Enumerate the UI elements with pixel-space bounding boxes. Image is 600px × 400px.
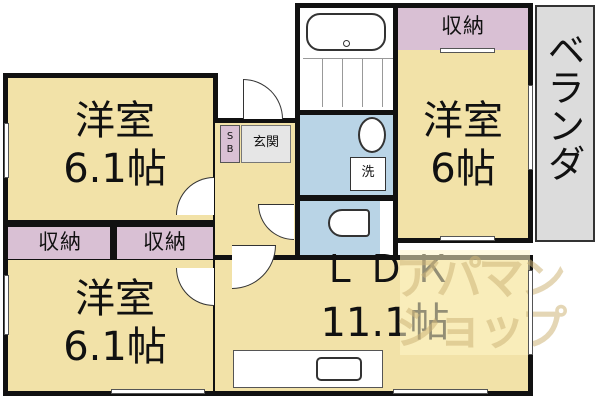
entrance-label: 玄関: [252, 135, 279, 150]
watermark-box: [400, 250, 530, 355]
storage-middle-label: 収納: [143, 230, 187, 254]
western-room-top-left-size: 6.1帖: [63, 146, 167, 192]
toilet-door-gap: [380, 201, 393, 255]
window: [4, 275, 9, 335]
kitchen-sink-icon: [316, 357, 362, 381]
western-room-top-left-name: 洋室: [75, 98, 155, 144]
watermark-line2: ショップ: [395, 301, 567, 355]
watermark-line1: アパマン: [395, 251, 566, 305]
storage-left: [3, 222, 115, 264]
wall: [215, 118, 295, 123]
window: [111, 389, 205, 394]
window: [528, 270, 533, 355]
shoe-box-label-s: S: [226, 131, 234, 142]
shoe-box: [220, 125, 240, 163]
entrance-door[interactable]: [243, 79, 283, 119]
storage-top-right: [393, 3, 533, 53]
washing-machine-area: [350, 157, 386, 191]
window: [440, 236, 495, 241]
storage-top-right-label: 収納: [441, 14, 485, 38]
western-room-bottom-left-size: 6.1帖: [63, 324, 167, 370]
window: [393, 389, 488, 394]
western-room-right-size: 6帖: [430, 146, 496, 192]
sink-icon: [358, 117, 386, 153]
storage-left-label: 収納: [38, 230, 82, 254]
window: [440, 48, 495, 53]
veranda: [535, 5, 595, 242]
bath-floor-tiles: [303, 58, 393, 107]
window: [528, 85, 533, 170]
veranda-label: ベランダ: [540, 30, 585, 182]
western-room-bottom-left-name: 洋室: [75, 276, 155, 322]
washing-machine-label: 洗: [361, 165, 375, 180]
toilet-icon: [328, 209, 370, 237]
entrance: [241, 125, 291, 163]
western-room-right: [393, 50, 533, 243]
drain-icon: [343, 40, 350, 47]
shoe-box-label-b: B: [226, 144, 234, 155]
window: [4, 123, 9, 178]
western-room-right-name: 洋室: [423, 98, 503, 144]
